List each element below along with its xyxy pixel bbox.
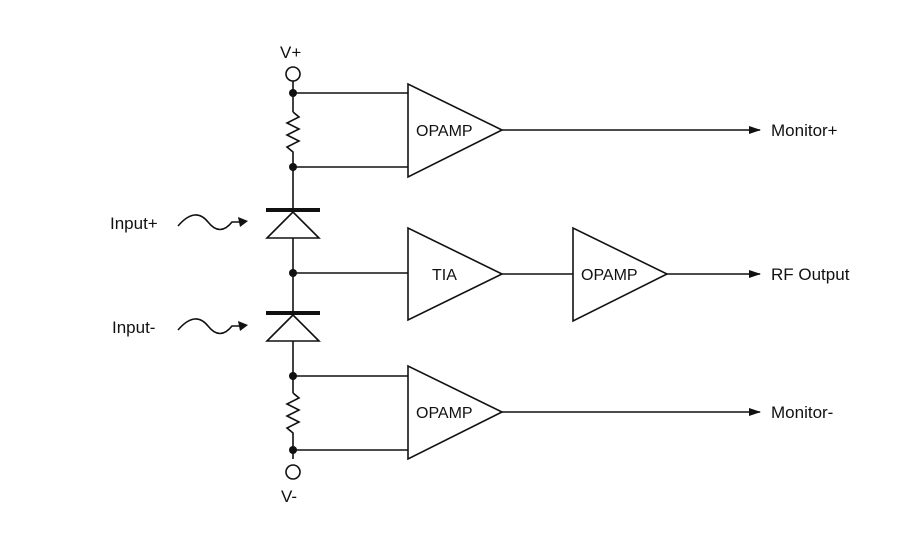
input-plus-label: Input+	[110, 214, 158, 233]
input-minus-wave	[177, 318, 243, 335]
vminus-label: V-	[281, 487, 297, 506]
opamp-rf	[572, 226, 669, 323]
tia-label: TIA	[432, 267, 457, 284]
input-minus-arrowhead	[238, 321, 248, 331]
diode-bottom	[265, 313, 321, 342]
resistor-top	[285, 111, 301, 210]
vplus-terminal	[285, 66, 301, 82]
opamp-bottom-label: OPAMP	[416, 405, 473, 422]
tia-amplifier	[407, 226, 504, 322]
opamp-bottom	[407, 364, 504, 461]
input-minus-label: Input-	[112, 318, 155, 337]
monitor-plus-label: Monitor+	[771, 121, 838, 140]
input-plus-wave	[177, 214, 243, 231]
resistor-bottom	[285, 392, 301, 459]
opamp-top-label: OPAMP	[416, 123, 473, 140]
vminus-terminal	[285, 464, 301, 480]
opamp-top	[407, 82, 504, 179]
diode-top	[265, 210, 321, 239]
opamp-rf-label: OPAMP	[581, 267, 638, 284]
input-plus-arrowhead	[238, 217, 248, 227]
rf-output-label: RF Output	[771, 265, 850, 284]
monitor-minus-label: Monitor-	[771, 403, 833, 422]
vplus-label: V+	[280, 43, 301, 62]
